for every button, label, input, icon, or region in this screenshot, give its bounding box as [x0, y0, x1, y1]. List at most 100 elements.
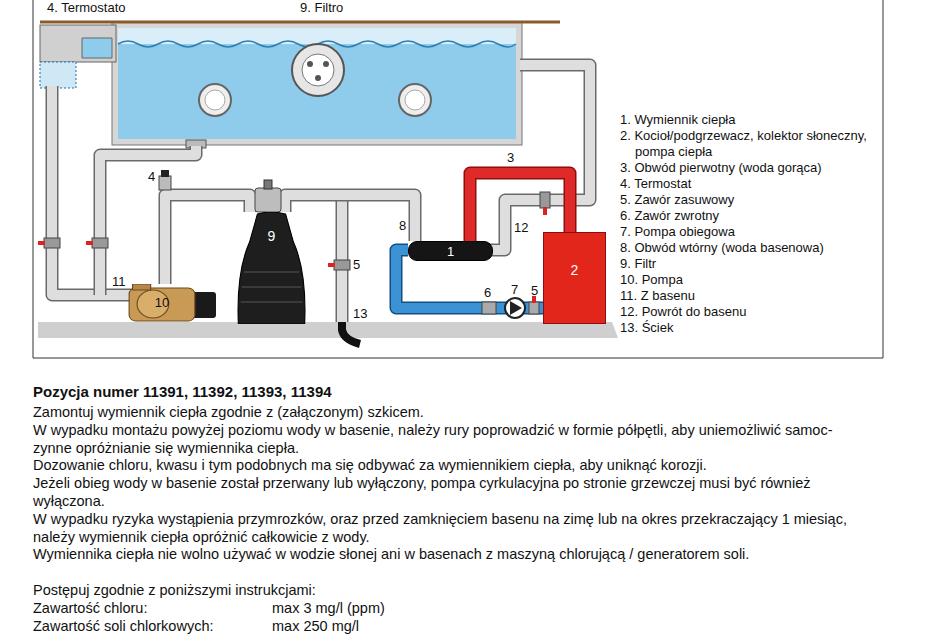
pipe-connector [165, 195, 250, 284]
pipe [100, 146, 196, 295]
callout-number: 7 [511, 282, 518, 297]
pipe-fill [165, 195, 250, 284]
skimmer [40, 25, 116, 62]
pipe [100, 146, 196, 295]
heat-exchanger: 1 [408, 241, 493, 261]
callout-number: 3 [507, 150, 514, 165]
pipe-outline [470, 173, 570, 241]
pump-triangle [510, 301, 522, 315]
jet [315, 75, 321, 81]
valve [86, 238, 108, 248]
legend-item: 13. Ściek [620, 320, 882, 336]
legend-item: 3. Obwód pierwotny (woda gorąca) [620, 160, 882, 176]
paragraph: Dozowanie chloru, kwasu i tym podobnych … [33, 457, 867, 475]
waste-hose [342, 322, 360, 344]
legend-list: 1. Wymiennik ciepła2. Kocioł/podgrzewacz… [620, 112, 882, 336]
callout-number: 6 [484, 285, 491, 300]
table-row: Zawartość soli chlorkowych:max 250 mg/l [33, 618, 867, 636]
callout-number: 5 [353, 257, 360, 272]
pipe-connector [470, 173, 570, 241]
paragraph: Zamontuj wymiennik ciepła zgodnie z (zał… [33, 404, 867, 422]
valve-body [44, 238, 60, 248]
filter-pump: 10 [128, 284, 196, 322]
multiport-valve [255, 180, 281, 212]
callout-number: 8 [399, 218, 406, 233]
pipe [52, 86, 132, 295]
valve-body [334, 260, 350, 270]
pool-light [199, 84, 231, 116]
pipe-fill [470, 173, 570, 241]
counter-current-unit [302, 54, 334, 86]
pipe [337, 195, 347, 322]
legend-item: 7. Pompa obiegowa [620, 224, 882, 240]
boiler: 2 [543, 232, 606, 324]
pool-light [205, 90, 225, 110]
heading: Pozycja numer 11391, 11392, 11393, 11394 [33, 383, 332, 400]
pipes [52, 65, 590, 322]
legend-item: 11. Z basenu [620, 288, 882, 304]
valve-body [529, 302, 539, 314]
node-label: 1 [409, 244, 492, 259]
jet [323, 61, 329, 67]
thermostat-knob [161, 170, 169, 177]
legend-item: 8. Obwód wtórny (woda basenowa) [620, 240, 882, 256]
paragraph: Wymiennika ciepła nie wolno używać w wod… [33, 546, 867, 564]
valve-body [92, 238, 108, 248]
legend-item: 2. Kocioł/podgrzewacz, kolektor słoneczn… [620, 128, 882, 160]
legend-item: 6. Zawór zwrotny [620, 208, 882, 224]
callout-number: 12 [514, 220, 528, 235]
node-label: 9 [235, 228, 308, 244]
caption-label: 4. Termostato [47, 0, 126, 15]
circulation-pump [505, 298, 525, 318]
check-valve [482, 302, 496, 314]
table-key: Zawartość chloru: [33, 600, 272, 618]
node-label: 2 [544, 262, 605, 278]
valve-handle [328, 263, 335, 267]
pool-light [405, 90, 425, 110]
check-valve-body [482, 302, 496, 314]
table-row: Zawartość chloru:max 3 mg/l (ppm) [33, 600, 867, 618]
pool-water [118, 28, 516, 139]
frame-line [33, 358, 883, 359]
caption-label: 9. Filtro [300, 0, 343, 15]
callout-number: 4 [148, 169, 155, 184]
valve [38, 238, 60, 248]
pool-air [118, 28, 516, 44]
legend-item: 10. Pompa [620, 272, 882, 288]
skimmer-basket [40, 62, 76, 88]
pump-circle [505, 298, 525, 318]
counter-current-unit [292, 44, 344, 96]
paragraph: W wypadku montażu powyżej poziomu wody w… [33, 422, 867, 458]
multiport-valve-body [255, 188, 281, 212]
notes-text: Zamontuj wymiennik ciepła zgodnie z (zał… [33, 404, 867, 635]
instruction-heading: Postępuj zgodnie z poniższymi instrukcja… [33, 582, 867, 600]
valve-handle [86, 241, 93, 245]
valve-body [540, 192, 550, 208]
pool-light [399, 84, 431, 116]
thermostat-body [159, 176, 171, 190]
sand-filter: 9 [235, 212, 308, 324]
valve [328, 260, 350, 270]
ground [38, 322, 618, 338]
legend-item: 4. Termostat [620, 176, 882, 192]
paragraph: W wypadku ryzyka wystąpienia przymrozków… [33, 511, 867, 547]
table-value: max 3 mg/l (ppm) [272, 600, 385, 618]
pipe-outline [285, 195, 415, 241]
skimmer-inlet [82, 38, 112, 58]
legend-item: 5. Zawór zasuwowy [620, 192, 882, 208]
multiport-valve-handle [264, 180, 272, 189]
jet [307, 61, 313, 67]
frame-line [33, 0, 34, 358]
valve-handle [543, 207, 547, 215]
callout-number: 11 [112, 274, 126, 289]
legend-item: 12. Powrót do basenu [620, 304, 882, 320]
callout-number: 5 [531, 283, 538, 298]
pipe-connector [285, 195, 415, 241]
table-key: Zawartość soli chlorkowych: [33, 618, 272, 636]
pool-coping [40, 21, 560, 24]
valve [529, 296, 539, 314]
pipe-outline [165, 195, 250, 284]
paragraph: Jeżeli obieg wody w basenie został przer… [33, 475, 867, 511]
valve-handle [38, 241, 45, 245]
